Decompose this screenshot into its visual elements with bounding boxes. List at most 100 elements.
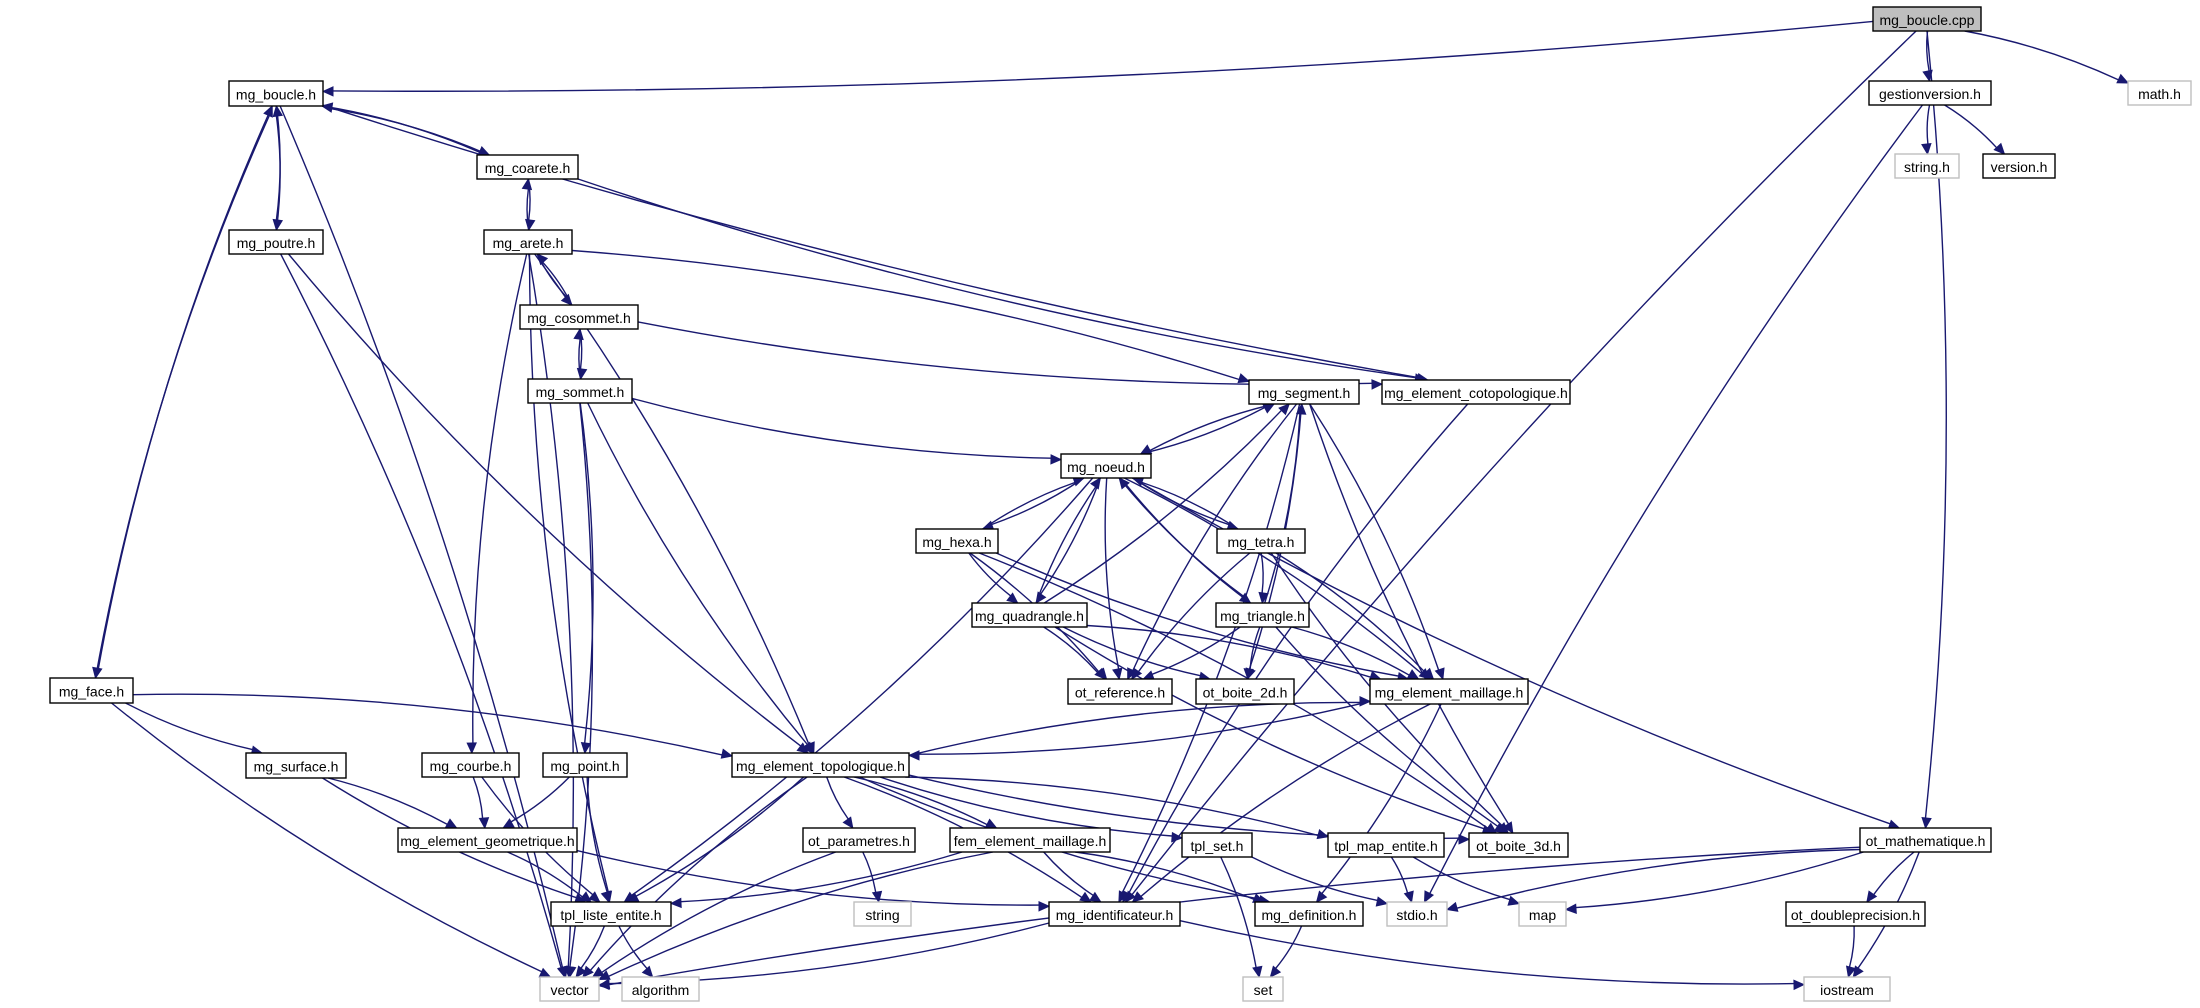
node-ot-doubleprecision-h[interactable]: ot_doubleprecision.h [1785,901,1926,927]
arrowhead-icon [1237,373,1251,384]
edge-mg_surface_h-to-mg_element_geometrique_h [327,777,448,826]
node-label: mg_point.h [550,758,619,774]
node-mg-element-maillage-h[interactable]: mg_element_maillage.h [1369,678,1529,705]
node-ot-reference-h[interactable]: ot_reference.h [1067,678,1173,705]
edge-mg_noeud_h-to-mg_element_maillage_h [1123,477,1423,675]
node-box [397,827,578,853]
arrowhead-icon [801,741,814,754]
node-tpl-map-entite-h[interactable]: tpl_map_entite.h [1327,832,1445,858]
edge-gestionversion_h-to-version_h [1944,104,1998,149]
node-box [1803,976,1891,1002]
edge-ot_mathematique_h-to-ot_doubleprecision_h [1873,851,1915,896]
node-algorithm: algorithm [621,976,700,1002]
node-ot-boite-2d-h[interactable]: ot_boite_2d.h [1195,678,1295,705]
edge-mg_coarete_h-to-mg_element_cotopologique_h [577,178,1416,379]
arrowhead-icon [1243,668,1254,681]
node-mg-element-cotopologique-h[interactable]: mg_element_cotopologique.h [1381,379,1571,405]
edge-mg_face_h-to-mg_element_topologique_h [132,693,723,756]
node-box [1518,901,1567,927]
node-mg-sommet-h[interactable]: mg_sommet.h [527,378,633,404]
node-mg-face-h[interactable]: mg_face.h [49,677,134,704]
node-label: mg_courbe.h [430,758,512,774]
arrowhead-icon [1507,895,1521,906]
edge-mg_segment_h-to-mg_noeud_h [1149,403,1275,452]
node-mg-poutre-h[interactable]: mg_poutre.h [228,229,324,255]
node-box [1195,678,1295,705]
node-ot-mathematique-h[interactable]: ot_mathematique.h [1859,827,1992,853]
node-box [1381,379,1571,405]
node-label: ot_parametres.h [808,833,910,849]
node-mg-surface-h[interactable]: mg_surface.h [245,752,347,779]
node-label: mg_segment.h [1258,385,1351,401]
arrowhead-icon [1112,667,1123,681]
arrowhead-icon [1094,667,1107,680]
edge-mg_quadrangle_h-to-mg_noeud_h [1035,486,1097,604]
edge-mg_segment_h-to-mg_identificateur_h [1121,403,1301,893]
node-mg-quadrangle-h[interactable]: mg_quadrangle.h [971,602,1088,628]
node-box [915,528,999,554]
node-mg-segment-h[interactable]: mg_segment.h [1248,379,1360,405]
edge-mg_boucle_cpp-to-ot_mathematique_h [1924,30,1947,819]
node-stdio-h: stdio.h [1386,901,1448,927]
arrowhead-icon [588,891,601,903]
arrowhead-icon [669,897,682,909]
node-label: math.h [2138,86,2181,102]
node-fem-element-maillage-h[interactable]: fem_element_maillage.h [949,827,1111,853]
edge-ot_mathematique_h-to-vector [608,846,1861,986]
arrowhead-icon [1375,896,1389,907]
node-label: string.h [1904,159,1950,175]
arrowhead-icon [1866,890,1878,903]
node-string-h: string.h [1894,153,1960,179]
node-label: fem_element_maillage.h [954,833,1107,849]
edge-mg_poutre_h-to-mg_element_topologique_h [287,253,802,747]
node-mg-element-topologique-h[interactable]: mg_element_topologique.h [731,752,910,778]
node-mg-boucle-h[interactable]: mg_boucle.h [228,80,324,107]
node-mg-definition-h[interactable]: mg_definition.h [1254,901,1364,927]
node-mg-coarete-h[interactable]: mg_coarete.h [476,154,579,180]
node-box [1785,901,1926,927]
node-mg-arete-h[interactable]: mg_arete.h [483,229,573,255]
arrowhead-icon [720,748,734,759]
node-mg-identificateur-h[interactable]: mg_identificateur.h [1048,901,1181,927]
node-mg-hexa-h[interactable]: mg_hexa.h [915,528,999,554]
node-ot-boite-3d-h[interactable]: ot_boite_3d.h [1468,832,1569,858]
node-mg-triangle-h[interactable]: mg_triangle.h [1215,602,1310,628]
edge-mg_courbe_h-to-mg_element_geometrique_h [472,776,484,819]
edge-mg_poutre_h-to-vector [280,253,562,968]
node-iostream: iostream [1803,976,1891,1002]
node-mg-point-h[interactable]: mg_point.h [542,752,628,778]
node-label: tpl_set.h [1191,838,1244,854]
edge-mg_element_topologique_h-to-vector [589,776,808,971]
node-gestionversion-h[interactable]: gestionversion.h [1868,80,1992,106]
arrowhead-icon [1118,477,1130,490]
node-mg-cosommet-h[interactable]: mg_cosommet.h [519,304,639,330]
node-mg-courbe-h[interactable]: mg_courbe.h [421,752,520,778]
node-label: map [1529,907,1556,923]
arrowhead-icon [1993,142,2006,155]
arrowhead-icon [1845,965,1857,979]
node-tpl-liste-entite-h[interactable]: tpl_liste_entite.h [550,901,672,927]
edge-mg_boucle_cpp-to-mg_identificateur_h [1131,30,1917,896]
node-ot-parametres-h[interactable]: ot_parametres.h [802,827,916,853]
arrowhead-icon [1079,891,1092,903]
node-version-h[interactable]: version.h [1982,153,2056,179]
edge-mg_face_h-to-mg_boucle_h [94,115,270,679]
arrowhead-icon [556,965,568,979]
node-mg-tetra-h[interactable]: mg_tetra.h [1216,528,1306,554]
node-string: string [853,901,912,927]
arrowhead-icon [1493,822,1507,834]
arrowhead-icon [1921,817,1932,830]
node-tpl-set-h[interactable]: tpl_set.h [1181,832,1253,858]
edge-mg_point_h-to-mg_element_geometrique_h [510,776,570,823]
node-mg-element-geometrique-h[interactable]: mg_element_geometrique.h [397,827,578,853]
arrowhead-icon [1252,965,1263,979]
node-mg-noeud-h[interactable]: mg_noeud.h [1060,453,1152,479]
edge-mg_noeud_h-to-mg_tetra_h [1132,477,1230,526]
node-box [1982,153,2056,179]
node-box [1254,901,1364,927]
node-label: mg_identificateur.h [1056,907,1174,923]
node-label: mg_poutre.h [237,235,316,251]
edge-mg_noeud_h-to-mg_hexa_h [991,477,1085,526]
